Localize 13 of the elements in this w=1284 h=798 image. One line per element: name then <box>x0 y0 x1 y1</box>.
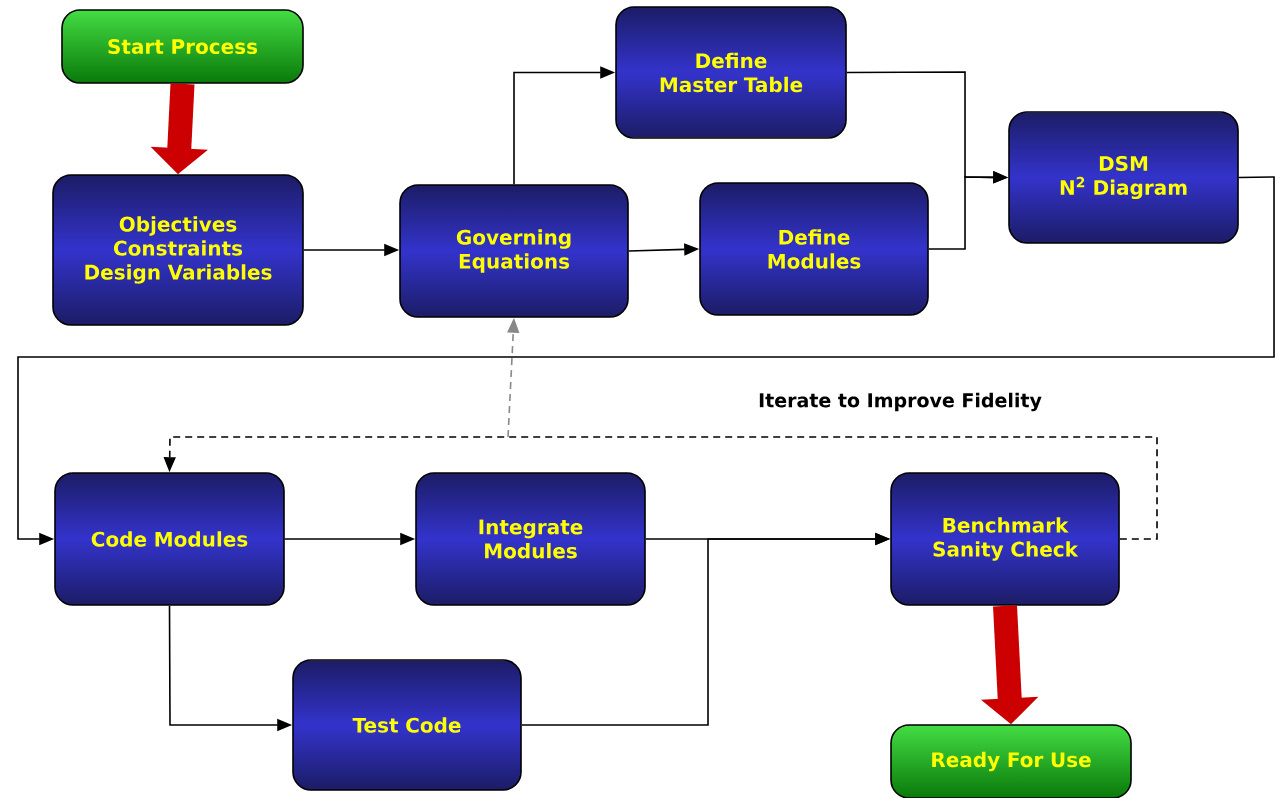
note-text: Iterate to Improve Fidelity <box>759 392 1042 412</box>
process-box: Objectives Constraints Design Variables <box>52 174 304 326</box>
process-box: Code Modules <box>54 472 285 606</box>
process-box: Integrate Modules <box>415 472 646 606</box>
process-box: Benchmark Sanity Check <box>890 472 1120 606</box>
terminal-box: Start Process <box>61 9 304 84</box>
process-box: DSM N$^{2}$ Diagram <box>1008 111 1239 244</box>
dashed-arrow <box>163 436 1158 540</box>
process-box: Governing Equations <box>399 184 629 318</box>
terminal-box: Ready For Use <box>890 724 1132 798</box>
process-box: Define Modules <box>699 182 929 316</box>
process-box: Test Code <box>292 659 522 791</box>
process-box: Define Master Table <box>615 6 847 139</box>
